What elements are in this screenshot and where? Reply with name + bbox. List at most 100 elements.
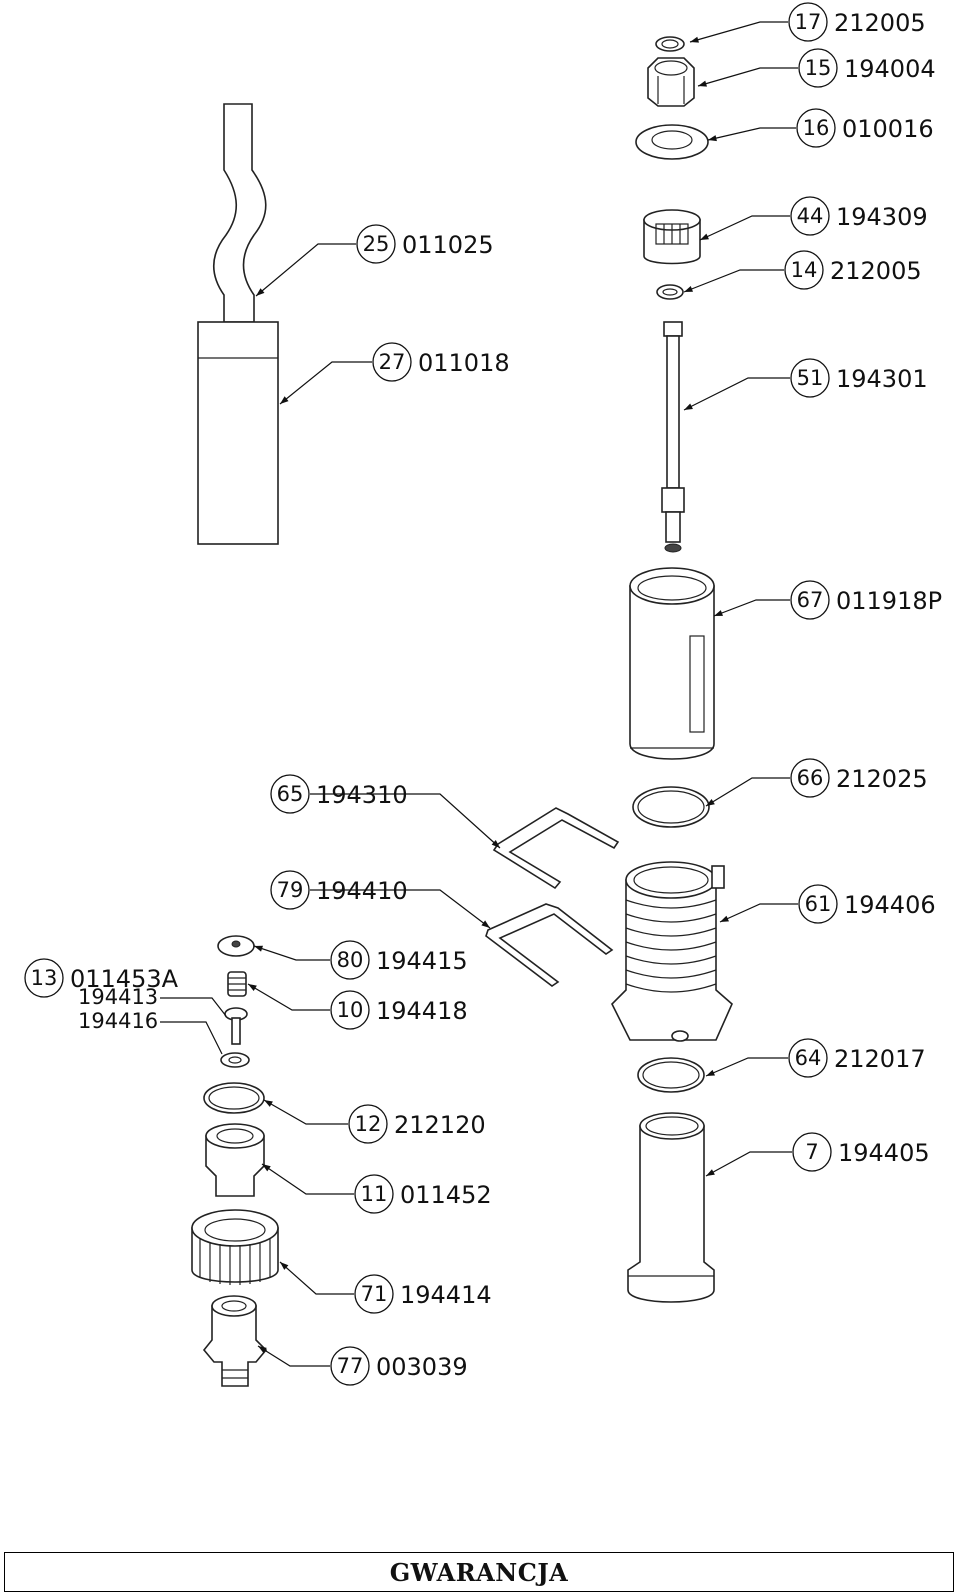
bushing-44 bbox=[643, 209, 701, 265]
callout-circle bbox=[790, 358, 830, 398]
shaft-51 bbox=[661, 321, 685, 553]
o-ring-14 bbox=[656, 284, 684, 300]
callout-79: 79 194410 bbox=[270, 870, 491, 929]
leader-arrowhead bbox=[280, 1262, 289, 1270]
leader-line bbox=[683, 377, 790, 411]
footer-title: GWARANCJA bbox=[389, 1557, 569, 1587]
sensor-tube-part bbox=[197, 321, 279, 545]
leader-arrowhead bbox=[256, 288, 265, 296]
cylinder-67 bbox=[629, 567, 715, 760]
o-ring-64 bbox=[637, 1057, 705, 1093]
leader-arrowhead bbox=[714, 610, 723, 616]
callout-27: 27 011018 bbox=[279, 342, 510, 405]
callout-circle bbox=[788, 2, 828, 42]
callout-circle bbox=[790, 196, 830, 236]
valve-stem-13 bbox=[224, 1007, 248, 1045]
callout-10: 10 194418 bbox=[247, 983, 468, 1030]
leader-line bbox=[261, 1163, 354, 1195]
callout-circle bbox=[796, 108, 836, 148]
leader-arrowhead bbox=[720, 915, 729, 922]
callout-number: 10 bbox=[337, 998, 364, 1022]
leader-arrowhead bbox=[706, 1069, 715, 1076]
part-code: 010016 bbox=[842, 115, 934, 143]
callout-circle bbox=[354, 1274, 394, 1314]
part-code: 011018 bbox=[418, 349, 510, 377]
leader-line bbox=[689, 21, 788, 43]
part-code: 212025 bbox=[836, 765, 928, 793]
exploded-parts-diagram: 1721200515194004160100164419430914212005… bbox=[24, 2, 942, 1387]
leader-arrowhead bbox=[262, 1164, 271, 1172]
part-code: 194301 bbox=[836, 365, 928, 393]
callout-number: 79 bbox=[277, 878, 304, 902]
callout-number: 61 bbox=[805, 892, 832, 916]
nut-15 bbox=[647, 57, 695, 107]
o-ring-12 bbox=[203, 1082, 265, 1114]
leader-arrowhead bbox=[264, 1100, 273, 1107]
leader-arrowhead bbox=[706, 1169, 715, 1176]
part-code: 194004 bbox=[844, 55, 936, 83]
leader-line bbox=[697, 67, 798, 87]
callout-circle bbox=[788, 1038, 828, 1078]
callout-number: 27 bbox=[379, 350, 406, 374]
callout-circle bbox=[330, 1346, 370, 1386]
callout-80: 80 194415 bbox=[253, 940, 468, 980]
pipe-7 bbox=[627, 1112, 715, 1303]
callout-circle bbox=[330, 940, 370, 980]
extra-code-194413: 194413 bbox=[78, 985, 227, 1017]
footer-section: GWARANCJA bbox=[4, 1552, 954, 1592]
callout-number: 7 bbox=[805, 1140, 818, 1164]
part-code: 011453A bbox=[70, 965, 179, 993]
leader-arrowhead bbox=[690, 36, 699, 43]
leader-line bbox=[263, 1099, 348, 1125]
knurled-nut-71 bbox=[191, 1209, 279, 1285]
callout-number: 25 bbox=[363, 232, 390, 256]
callout-number: 44 bbox=[797, 204, 824, 228]
part-code: 212005 bbox=[834, 9, 926, 37]
part-code: 194415 bbox=[376, 947, 468, 975]
leader-line bbox=[705, 777, 790, 807]
callout-number: 64 bbox=[795, 1046, 822, 1070]
leader-line bbox=[707, 127, 796, 141]
callout-number: 17 bbox=[795, 10, 822, 34]
callout-circle bbox=[784, 250, 824, 290]
callout-17: 17 212005 bbox=[689, 2, 926, 43]
o-ring-17 bbox=[655, 36, 685, 52]
part-code: 194310 bbox=[316, 781, 408, 809]
part-code: 194410 bbox=[316, 877, 408, 905]
part-code: 212120 bbox=[394, 1111, 486, 1139]
callout-number: 13 bbox=[31, 966, 58, 990]
leader-line bbox=[719, 903, 798, 923]
leader-line bbox=[699, 215, 790, 241]
callout-number: 71 bbox=[361, 1282, 388, 1306]
callout-number: 80 bbox=[337, 948, 364, 972]
washer-16 bbox=[635, 124, 709, 160]
part-code: 194416 bbox=[78, 1009, 158, 1033]
part-code: 011452 bbox=[400, 1181, 492, 1209]
callout-circle bbox=[356, 224, 396, 264]
small-washer bbox=[220, 1052, 250, 1068]
part-code: 194418 bbox=[376, 997, 468, 1025]
callout-circle bbox=[330, 990, 370, 1030]
callout-number: 67 bbox=[797, 588, 824, 612]
leader-arrowhead bbox=[700, 233, 709, 240]
callout-circle bbox=[790, 580, 830, 620]
leader-line bbox=[310, 793, 501, 849]
part-code: 212017 bbox=[834, 1045, 926, 1073]
callout-number: 15 bbox=[805, 56, 832, 80]
part-code: 194309 bbox=[836, 203, 928, 231]
valve-cap-80 bbox=[217, 935, 255, 957]
part-code: 212005 bbox=[830, 257, 922, 285]
part-code: 194406 bbox=[844, 891, 936, 919]
u-bracket-65 bbox=[492, 807, 620, 890]
callout-circle bbox=[790, 758, 830, 798]
part-code: 011918P bbox=[836, 587, 942, 615]
leader-arrowhead bbox=[491, 840, 500, 848]
